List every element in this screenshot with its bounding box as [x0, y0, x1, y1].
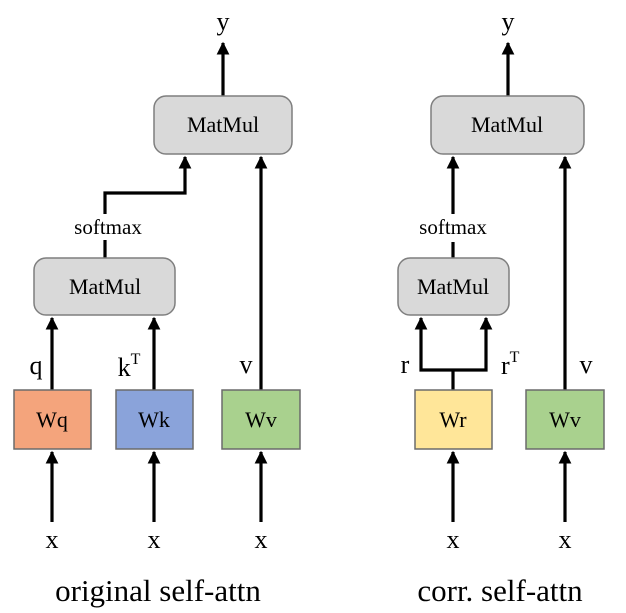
wk-box — [115, 389, 194, 450]
output-y-label: y — [502, 7, 515, 36]
arrow-rt-to-matmul — [453, 316, 493, 372]
wq-label: Wq — [36, 407, 68, 432]
input-x-label: x — [447, 525, 460, 554]
wv-box-left — [221, 389, 301, 450]
input-x-label: x — [148, 525, 161, 554]
top-matmul-box — [153, 95, 293, 155]
v-label: v — [240, 350, 253, 379]
softmax-label: softmax — [74, 215, 142, 239]
original-self-attn-diagram: MatMul MatMul softmax y q kT v Wq Wk Wv … — [13, 7, 301, 608]
wv-label-right: Wv — [549, 407, 581, 432]
top-matmul-label: MatMul — [471, 112, 543, 137]
wv-box-right — [525, 389, 605, 450]
inner-matmul-box — [33, 257, 176, 316]
k-superscript: T — [131, 351, 141, 368]
top-matmul-label: MatMul — [187, 112, 259, 137]
arrow-r-to-matmul — [414, 316, 453, 372]
output-y-label: y — [217, 7, 230, 36]
input-x-label: x — [255, 525, 268, 554]
wv-label-left: Wv — [245, 407, 277, 432]
rt-label: rT — [501, 349, 520, 380]
arrow-softmax-to-top-matmul — [103, 155, 192, 214]
wr-label: Wr — [439, 407, 467, 432]
wr-box — [414, 389, 493, 450]
inner-matmul-label: MatMul — [69, 274, 141, 299]
k-base: k — [118, 353, 131, 382]
input-x-label: x — [46, 525, 59, 554]
caption-original-self-attn: original self-attn — [55, 573, 261, 608]
rt-superscript: T — [510, 349, 520, 366]
caption-corr-self-attn: corr. self-attn — [417, 573, 583, 608]
k-label: kT — [118, 351, 141, 382]
softmax-label: softmax — [419, 215, 487, 239]
r-label: r — [401, 350, 410, 379]
corr-self-attn-diagram: MatMul MatMul softmax y r rT v Wr Wv x x… — [397, 7, 605, 608]
q-label: q — [30, 351, 43, 380]
top-matmul-box — [430, 95, 585, 155]
inner-matmul-label: MatMul — [417, 274, 489, 299]
inner-matmul-box — [397, 257, 510, 316]
v-label: v — [580, 350, 593, 379]
wq-box — [13, 389, 92, 450]
wk-label: Wk — [138, 407, 170, 432]
rt-base: r — [501, 351, 510, 380]
input-x-label: x — [559, 525, 572, 554]
